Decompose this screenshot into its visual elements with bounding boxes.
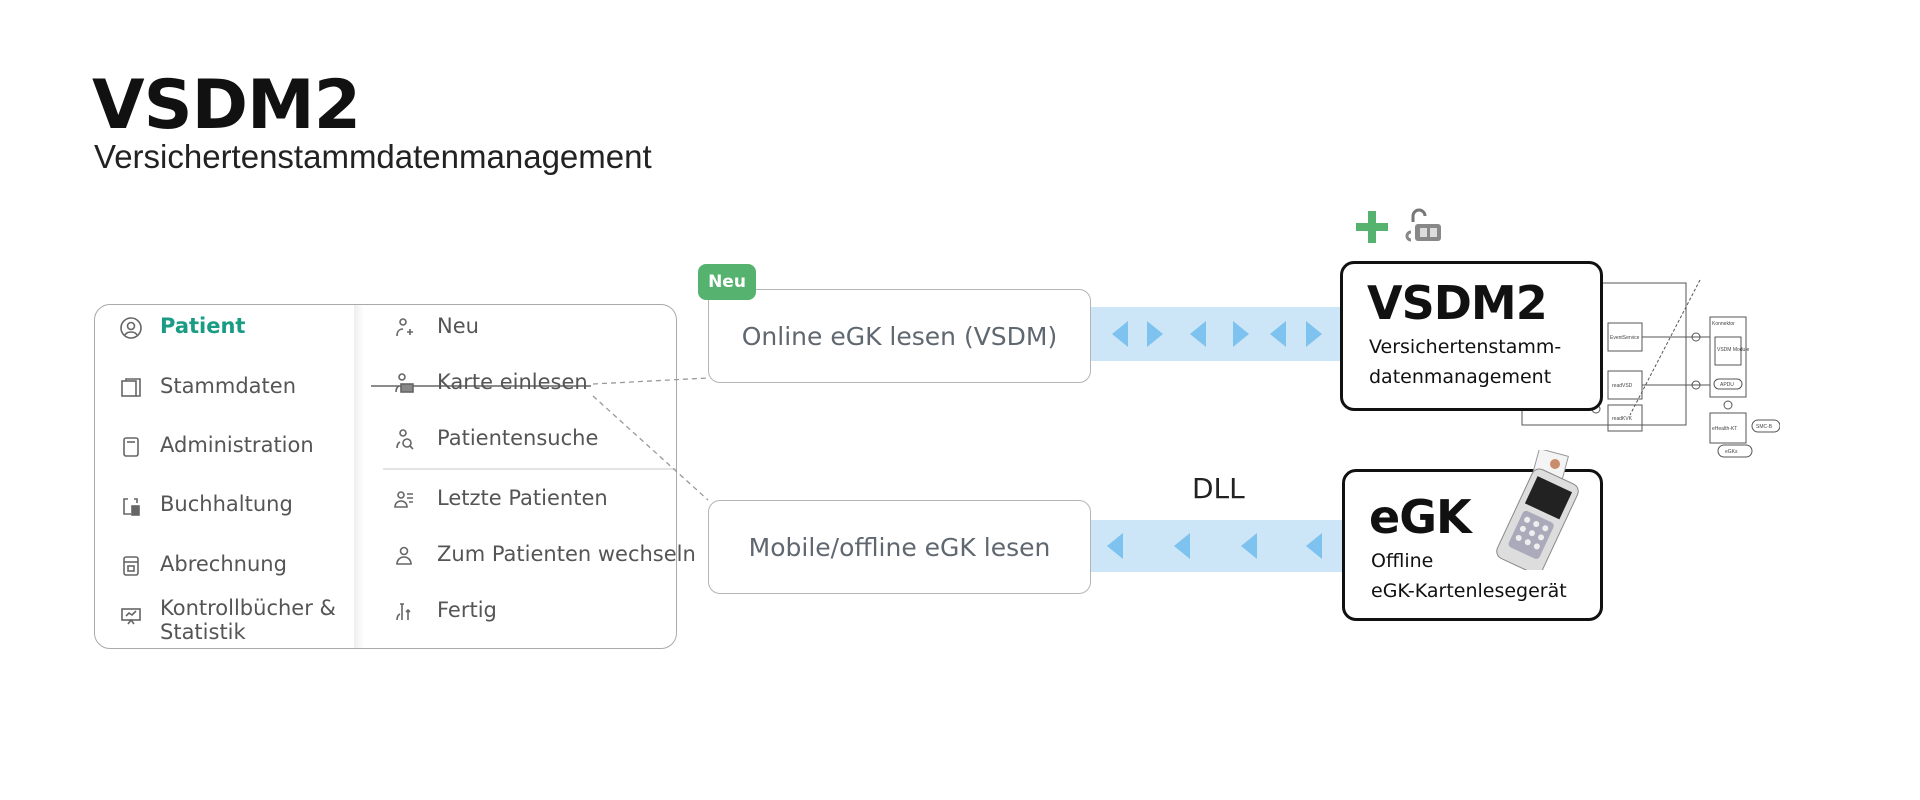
presentation-chart-icon	[119, 604, 143, 628]
diagram-label: Konnektor	[1712, 321, 1735, 327]
menu-item-label: Patientensuche	[437, 426, 599, 450]
menu-item-label: Letzte Patienten	[437, 486, 608, 510]
vsdm2-subtitle-line2: datenmanagement	[1369, 366, 1552, 388]
arrow-left-icon	[1190, 321, 1206, 347]
diagram-label: readVSD	[1612, 383, 1633, 389]
user-icon	[392, 544, 416, 568]
arrow-right-icon	[1233, 321, 1249, 347]
dashed-line-offline	[592, 395, 709, 501]
menu-item-label: Kontrollbücher & Statistik	[160, 596, 336, 644]
diagram-label: APDU	[1720, 382, 1734, 388]
menu-item-label: Fertig	[437, 598, 497, 622]
arrow-right-icon	[1147, 321, 1163, 347]
incoming-arrow-band	[1091, 520, 1343, 572]
diagram-label: eHealth-KT	[1712, 426, 1737, 432]
menu-item-label: Neu	[437, 314, 479, 338]
clipboard-calculator-icon	[119, 494, 143, 518]
menu-item-label: Stammdaten	[160, 374, 297, 398]
dll-label: DLL	[1192, 472, 1245, 505]
diagram-label: readKVK	[1612, 416, 1633, 422]
arrow-left-icon	[1107, 533, 1123, 559]
menu-item-label: Buchhaltung	[160, 492, 293, 516]
page-title: VSDM2	[92, 66, 361, 145]
bidirectional-arrow-band	[1091, 307, 1341, 361]
offline-egk-label: Mobile/offline eGK lesen	[748, 532, 1051, 562]
dashed-line-online	[592, 377, 709, 385]
arrow-left-icon	[1112, 321, 1128, 347]
vsdm2-title: VSDM2	[1367, 276, 1548, 330]
folders-icon	[119, 376, 143, 400]
arrow-left-icon	[1306, 533, 1322, 559]
user-card-icon	[392, 372, 416, 396]
arrow-right-icon	[1306, 321, 1322, 347]
arrow-left-icon	[1241, 533, 1257, 559]
plus-icon	[1356, 211, 1388, 243]
user-plus-icon	[392, 316, 416, 340]
page-subtitle: Versichertenstammdatenmanagement	[94, 138, 652, 175]
arrow-left-icon	[1174, 533, 1190, 559]
online-egk-label: Online eGK lesen (VSDM)	[741, 321, 1058, 351]
egk-title: eGK	[1369, 490, 1472, 544]
vsdm2-subtitle-line1: Versichertenstamm-	[1369, 336, 1562, 358]
menu-separator	[383, 468, 676, 470]
user-list-icon	[392, 488, 416, 512]
menu-item-label: Patient	[160, 314, 246, 338]
user-done-icon	[392, 600, 416, 624]
vsdm2-target-box: VSDM2 Versichertenstamm- datenmanagement	[1340, 261, 1603, 411]
egk-subtitle-line2: eGK-Kartenlesegerät	[1371, 580, 1567, 602]
arrow-left-icon	[1270, 321, 1286, 347]
invoice-icon	[119, 554, 143, 578]
menu-item-label: Abrechnung	[160, 552, 287, 576]
user-search-icon	[392, 428, 416, 452]
user-circle-icon	[119, 316, 143, 340]
egk-subtitle-line1: Offline	[1371, 550, 1434, 572]
offline-egk-box[interactable]: Mobile/offline eGK lesen	[708, 500, 1091, 594]
menu-item-label: Zum Patienten wechseln	[437, 542, 696, 566]
new-badge: Neu	[698, 264, 756, 300]
menu-panel	[94, 304, 677, 649]
notebook-icon	[119, 435, 143, 459]
diagram-label: SMC-B	[1756, 424, 1773, 430]
menu-item-label: Administration	[160, 433, 314, 457]
online-egk-box[interactable]: Online eGK lesen (VSDM)	[708, 289, 1091, 383]
menu-item-label: Karte einlesen	[437, 370, 588, 394]
diagram-label: VSDM Module	[1717, 347, 1749, 353]
diagram-label: eGKs	[1725, 449, 1738, 455]
card-unlock-icon	[1405, 208, 1441, 242]
menu-divider	[354, 305, 364, 648]
card-reader-image	[1496, 450, 1579, 570]
diagram-label: EventService	[1610, 335, 1640, 341]
